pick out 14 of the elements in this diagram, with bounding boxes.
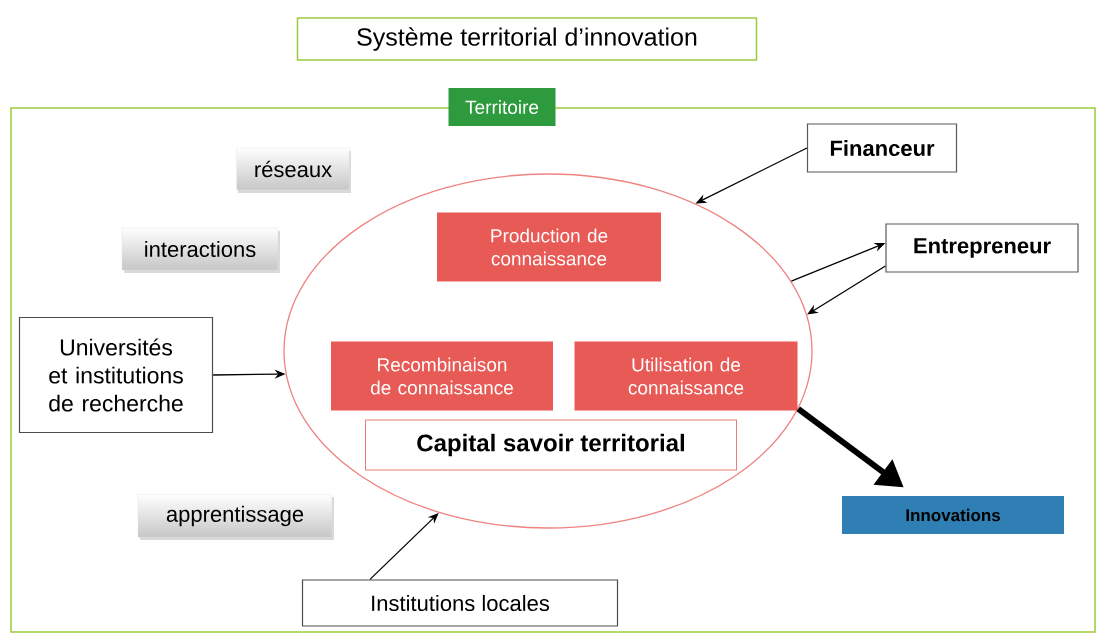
title-box: Système territorial d’innovation: [296, 17, 758, 61]
output-box: Innovations: [842, 496, 1064, 534]
actor-box: Institutions locales: [301, 579, 619, 627]
process-box: Production de connaissance: [437, 212, 661, 282]
keyword-box: interactions: [121, 227, 279, 271]
actor-box: Entrepreneur: [885, 223, 1079, 273]
arrow: [807, 265, 887, 315]
actor-box: Financeur: [806, 123, 958, 173]
capital-box: Capital savoir territorial: [365, 419, 737, 471]
process-box: Recombinaison de connaissance: [331, 341, 553, 411]
keyword-box: apprentissage: [137, 494, 333, 538]
keyword-box: réseaux: [236, 147, 350, 191]
process-box: Utilisation de connaissance: [574, 341, 798, 411]
actor-box: Universités et institutions de recherche: [18, 316, 214, 434]
